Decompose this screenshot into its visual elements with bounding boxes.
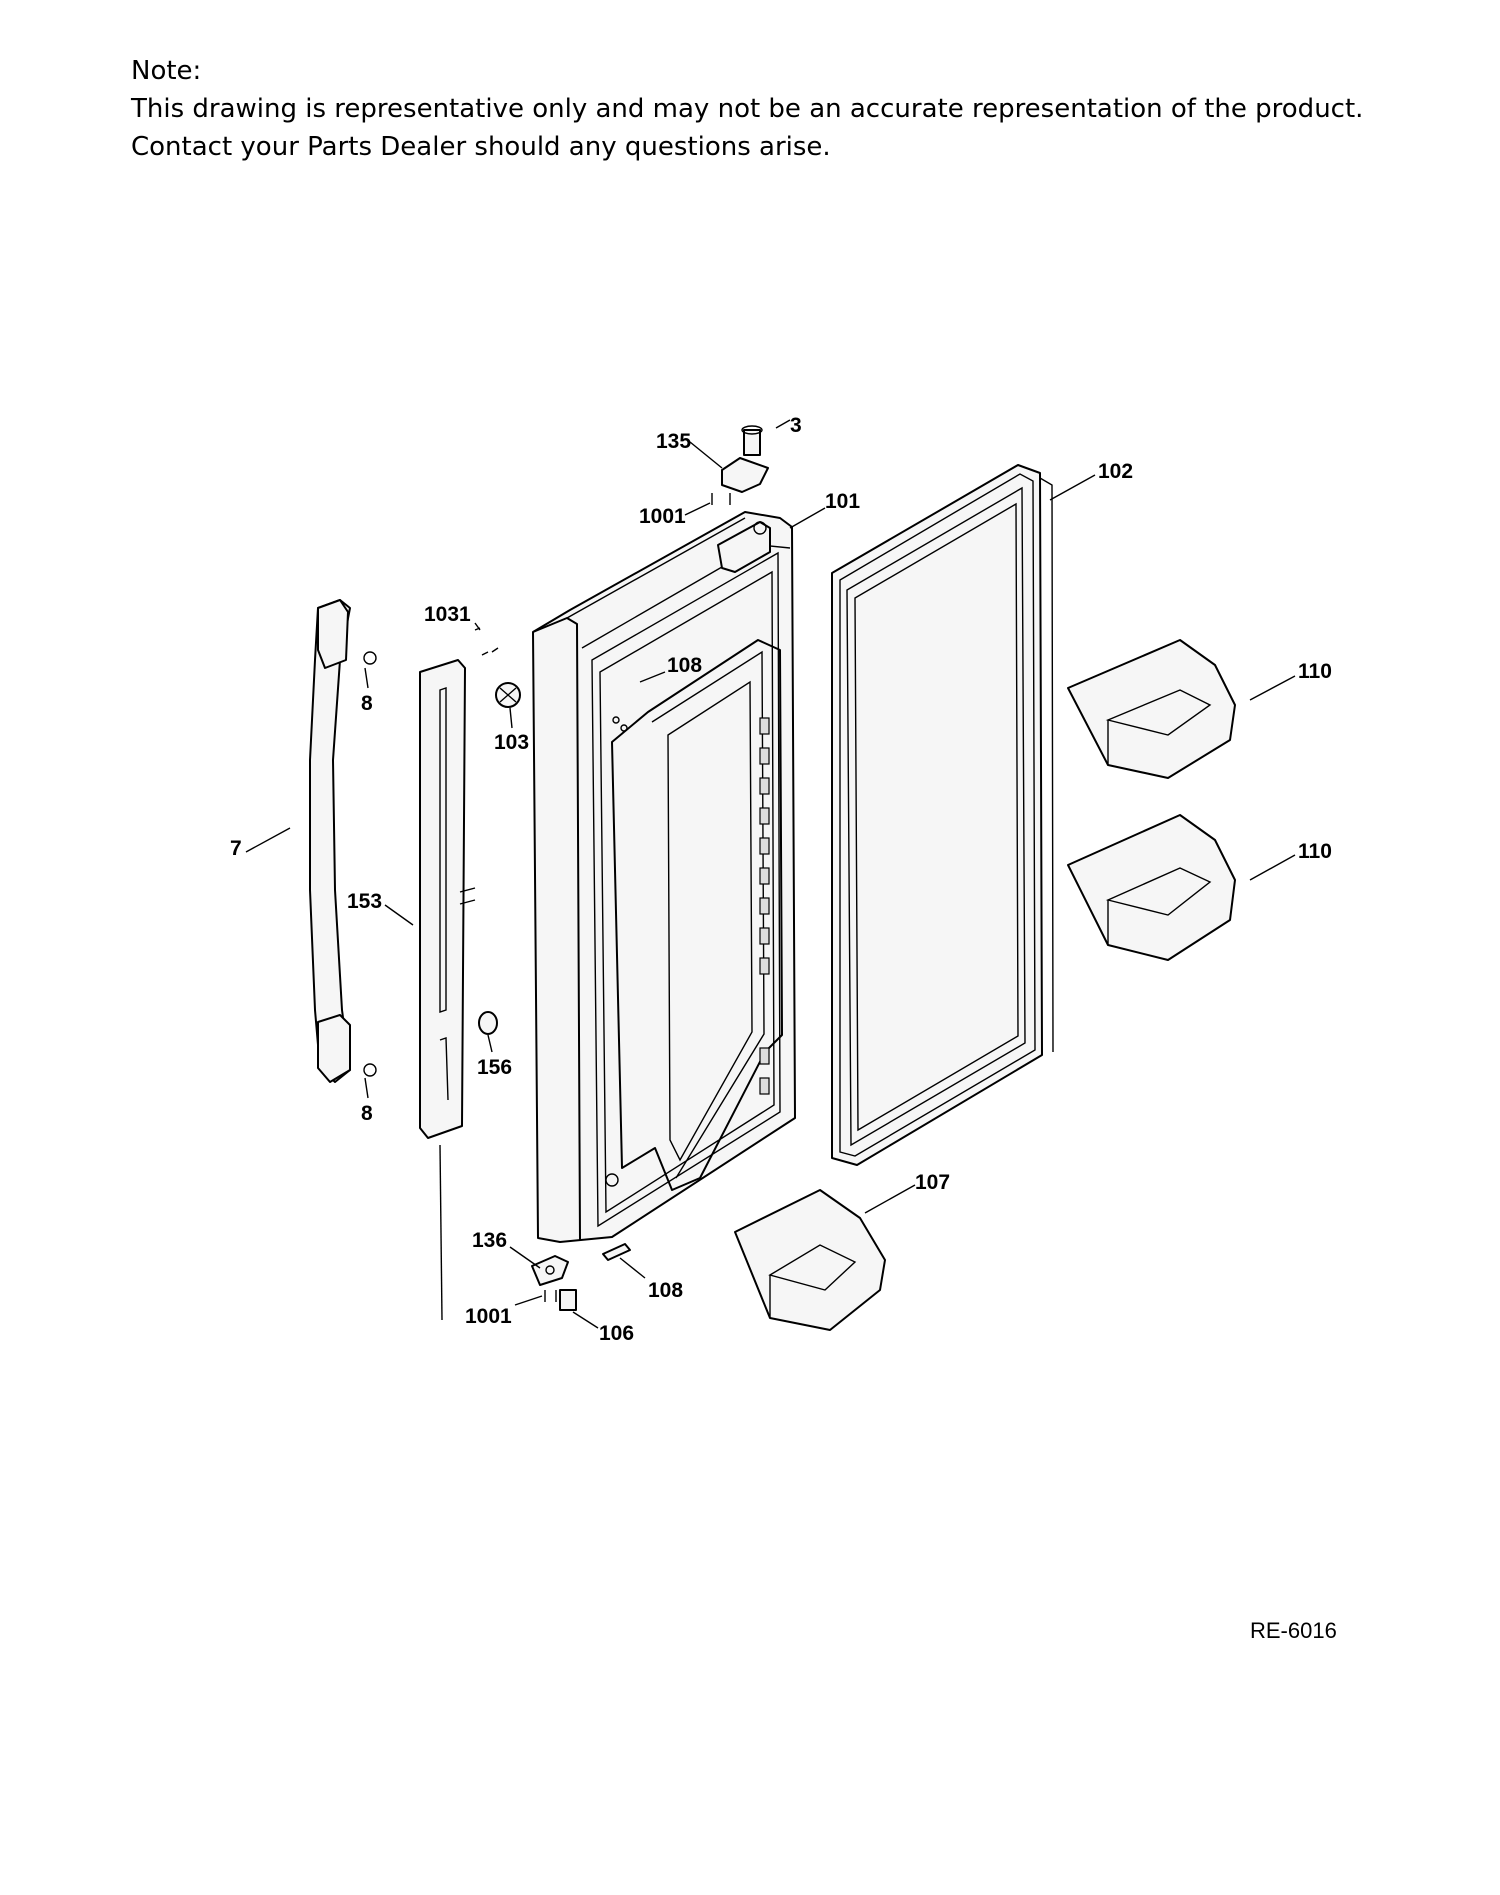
disclaimer-note: Note: This drawing is representative onl… bbox=[131, 52, 1363, 166]
hinge-cover-strip-part bbox=[419, 659, 476, 1321]
callout-108-bottom: 108 bbox=[648, 1279, 683, 1302]
callout-1001-bottom: 1001 bbox=[465, 1305, 512, 1328]
callout-135: 135 bbox=[656, 430, 691, 453]
door-handle-part bbox=[309, 599, 377, 1083]
callout-106: 106 bbox=[599, 1322, 634, 1345]
callout-110-bottom: 110 bbox=[1298, 840, 1332, 863]
top-hinge-part bbox=[711, 425, 769, 505]
callout-7: 7 bbox=[230, 837, 242, 860]
bottom-bushing-part bbox=[559, 1289, 577, 1311]
door-bin-middle-part bbox=[1067, 814, 1236, 961]
hinge-cam-part bbox=[495, 682, 521, 708]
callout-leaders bbox=[245, 419, 1296, 1329]
door-gasket-part bbox=[831, 464, 1054, 1166]
callout-156: 156 bbox=[477, 1056, 512, 1079]
callout-1001-top: 1001 bbox=[639, 505, 686, 528]
callout-101: 101 bbox=[825, 490, 860, 513]
diagram-code: RE-6016 bbox=[1250, 1618, 1337, 1643]
plug-button-part bbox=[478, 1011, 498, 1035]
callout-110-top: 110 bbox=[1298, 660, 1332, 683]
callout-1031: 1031 bbox=[424, 603, 471, 626]
note-line-1: This drawing is representative only and … bbox=[131, 94, 1364, 124]
door-panel-part bbox=[532, 511, 796, 1243]
door-bin-top-part bbox=[1067, 639, 1236, 779]
callout-136: 136 bbox=[472, 1229, 507, 1252]
callout-107: 107 bbox=[915, 1171, 950, 1194]
door-bin-bottom-part bbox=[734, 1189, 886, 1331]
bottom-hinge-part bbox=[531, 1255, 569, 1302]
callout-103: 103 bbox=[494, 731, 529, 754]
note-line-2: Contact your Parts Dealer should any que… bbox=[131, 132, 831, 162]
screw-set-part bbox=[474, 627, 499, 656]
callout-8-top: 8 bbox=[361, 692, 373, 715]
door-stop-part bbox=[602, 1243, 631, 1261]
callout-8-bottom: 8 bbox=[361, 1102, 373, 1125]
callout-3: 3 bbox=[790, 414, 802, 437]
callout-153: 153 bbox=[347, 890, 382, 913]
callout-102: 102 bbox=[1098, 460, 1133, 483]
callout-108-top: 108 bbox=[667, 654, 702, 677]
note-heading: Note: bbox=[131, 56, 202, 86]
